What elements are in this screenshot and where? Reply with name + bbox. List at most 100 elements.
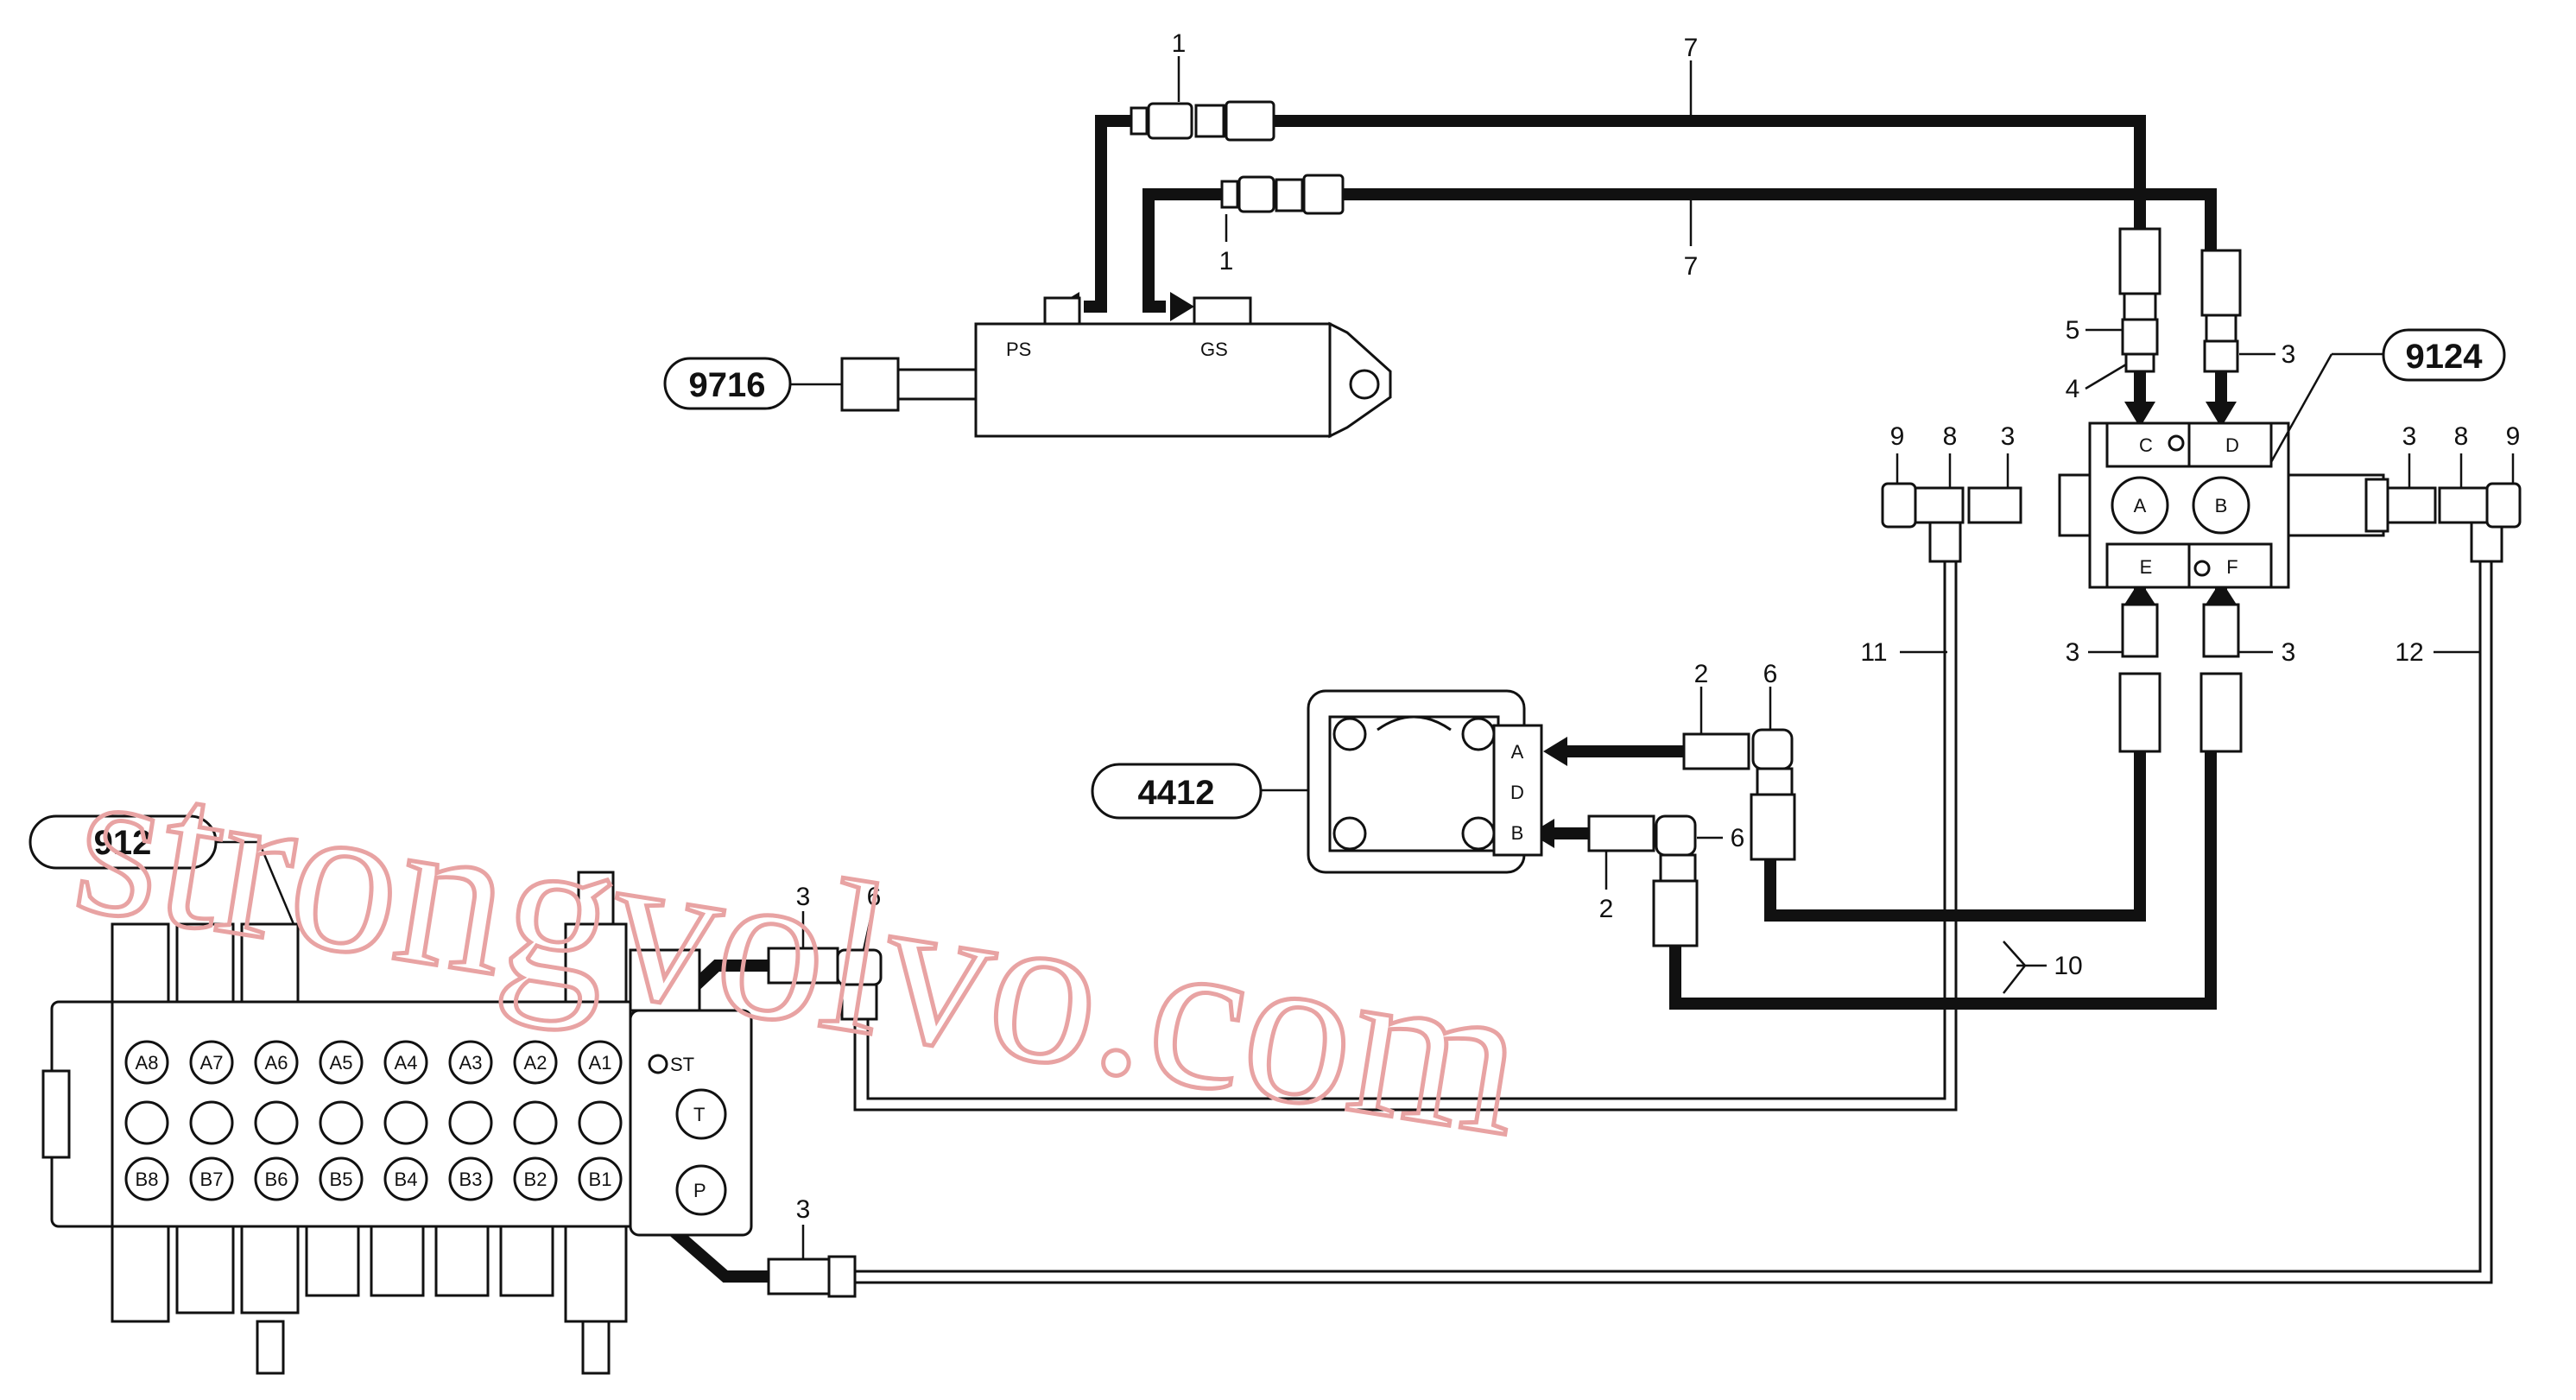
block-4412-bolt-tl	[1332, 717, 1367, 751]
cv-bottom-4	[305, 1225, 360, 1297]
block-4412	[1307, 689, 1543, 874]
fitting-1-bot-c	[1275, 178, 1304, 212]
fitting-6-top	[1751, 728, 1794, 770]
cylinder-eye-hole	[1349, 369, 1380, 400]
cv-port-p	[675, 1164, 727, 1216]
leader-10	[2003, 941, 2047, 994]
cv-bottom-6	[434, 1225, 490, 1297]
cylinder-rod	[896, 368, 978, 401]
cv-mid-3	[448, 1100, 493, 1145]
block-4412-port-block	[1492, 724, 1543, 857]
valve-9124-dot-top	[2168, 434, 2185, 452]
hose-7-top	[1269, 115, 2146, 229]
arrow-f	[2206, 580, 2237, 605]
callout-1-bottom: 1	[1219, 247, 1234, 276]
cv-a8	[124, 1040, 169, 1085]
label-4412-d: D	[1510, 782, 1524, 803]
port-gs	[1193, 296, 1252, 326]
label-b1: B1	[589, 1169, 612, 1190]
arrow-gs	[1170, 292, 1194, 321]
cv-mid-5	[319, 1100, 364, 1145]
cv-stem-8	[581, 1320, 611, 1375]
valve-9124-knob	[2364, 478, 2389, 533]
cv-b6	[254, 1156, 299, 1201]
fitting-1-top-c	[1194, 104, 1225, 138]
cv-a6	[254, 1040, 299, 1085]
fitting-cv-3-bottom	[767, 1257, 839, 1295]
cv-mid-2	[513, 1100, 558, 1145]
label-b6: B6	[265, 1169, 288, 1190]
cv-a1	[578, 1040, 623, 1085]
cv-spool-8-cap	[577, 871, 615, 926]
block-4412-bolt-tr	[1461, 717, 1496, 751]
callout-2-bottom: 2	[1599, 895, 1614, 923]
block-4412-bolt-bl	[1332, 816, 1367, 851]
cv-b4	[383, 1156, 428, 1201]
callout-12: 12	[2395, 638, 2423, 667]
cv-bottom-3	[240, 1225, 300, 1314]
callout-3-e: 3	[2066, 638, 2080, 667]
pilot-lines	[846, 561, 2493, 1284]
cv-a3	[448, 1040, 493, 1085]
pill-4412-text: 4412	[1138, 774, 1215, 812]
fitting-6-bottom	[1655, 814, 1697, 857]
label-gs: GS	[1200, 339, 1228, 360]
hose-7-bottom	[1334, 188, 2217, 250]
cv-b1	[578, 1156, 623, 1201]
leader-912	[216, 840, 295, 925]
fitting-2-top	[1682, 732, 1750, 770]
fitting-6-bottom-stem	[1659, 853, 1697, 883]
cv-mid-1	[578, 1100, 623, 1145]
callout-4: 4	[2066, 375, 2080, 403]
label-port-e: E	[2140, 556, 2153, 578]
leader-lines	[216, 56, 2515, 1259]
fitting-6-top-hose	[1750, 793, 1796, 861]
valve-9124-port-a	[2111, 476, 2169, 535]
callout-11: 11	[1860, 638, 1887, 667]
port-ps	[1043, 296, 1081, 326]
valve-9124-dot-bot	[2193, 560, 2211, 577]
cv-b3	[448, 1156, 493, 1201]
fitting-d-hose	[2200, 249, 2242, 317]
callout-3-right: 3	[2402, 422, 2417, 451]
cv-stem-1	[256, 1320, 285, 1375]
pill-9124-text: 9124	[2406, 338, 2484, 376]
cv-bottom-8	[564, 1225, 628, 1323]
label-port-b: B	[2215, 495, 2228, 516]
callout-7-bottom: 7	[1684, 252, 1699, 281]
label-ps: PS	[1006, 339, 1031, 360]
fitting-5	[2121, 318, 2159, 356]
callout-7-top: 7	[1684, 34, 1699, 62]
fitting-8-right-stem	[2470, 521, 2503, 563]
callout-6-cv: 6	[867, 883, 882, 911]
label-a4: A4	[395, 1052, 418, 1074]
arrow-d	[2206, 402, 2237, 428]
cv-spool-2	[175, 922, 235, 1004]
cv-mid-4	[383, 1100, 428, 1145]
assembly-pills	[28, 328, 2506, 870]
label-a1: A1	[589, 1052, 612, 1074]
cv-sections	[124, 1040, 623, 1201]
fitting-e-3	[2121, 603, 2159, 658]
label-b5: B5	[330, 1169, 353, 1190]
cv-b2	[513, 1156, 558, 1201]
callout-8-right: 8	[2454, 422, 2469, 451]
cv-top-port	[629, 948, 701, 1012]
pill-912	[28, 814, 218, 870]
fitting-8-left	[1914, 486, 1965, 524]
cv-bottom-7	[499, 1225, 554, 1297]
callout-3-f: 3	[2282, 638, 2296, 667]
cv-spool-3	[240, 922, 300, 1004]
cv-mid-8	[124, 1100, 169, 1145]
hose-ps-feed	[1084, 115, 1131, 313]
pill-9716	[663, 357, 792, 410]
valve-9124-port-b	[2192, 476, 2250, 535]
pill-912-text: 912	[94, 824, 152, 862]
callout-9-left: 9	[1890, 422, 1905, 451]
block-4412-dome	[1377, 715, 1452, 732]
fitting-3-left	[1967, 486, 2022, 524]
callout-3-cv-top: 3	[796, 883, 811, 911]
fitting-f-hose	[2199, 672, 2243, 753]
hose-gs-feed	[1142, 188, 1222, 313]
